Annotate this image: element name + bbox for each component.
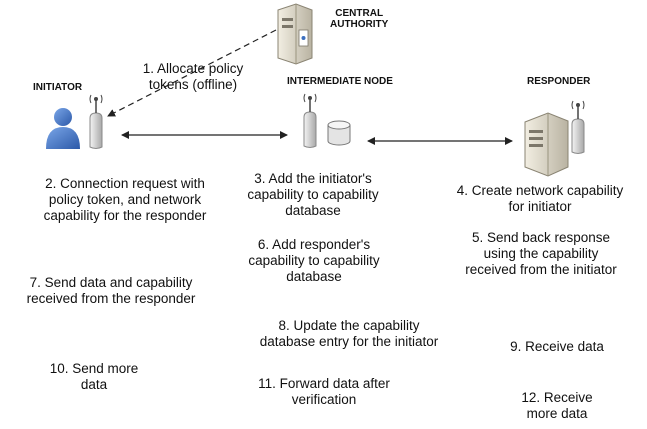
central-authority-server-icon bbox=[277, 3, 313, 65]
step-1-text: 1. Allocate policy tokens (offline) bbox=[142, 61, 244, 92]
step-12-text: 12. Receive more data bbox=[521, 390, 593, 421]
initiator-label: INITIATOR bbox=[33, 82, 83, 93]
initiator-antenna-icon bbox=[89, 94, 103, 149]
step-7-text: 7. Send data and capability received fro… bbox=[26, 275, 196, 306]
responder-label: RESPONDER bbox=[527, 76, 591, 87]
database-icon bbox=[327, 120, 351, 146]
initiator-person-icon bbox=[46, 108, 80, 149]
step-5-text: 5. Send back response using the capabili… bbox=[465, 230, 617, 277]
step-3-text: 3. Add the initiator's capability to cap… bbox=[247, 171, 379, 218]
intermediate-antenna-icon bbox=[303, 93, 317, 148]
intermediate-node-label: INTERMEDIATE NODE bbox=[287, 76, 393, 87]
central-authority-label: CENTRAL AUTHORITY bbox=[330, 8, 389, 30]
responder-server-icon bbox=[524, 112, 569, 177]
step-9-text: 9. Receive data bbox=[510, 339, 604, 354]
allocate-arrow bbox=[107, 29, 277, 117]
responder-antenna-icon bbox=[571, 100, 585, 154]
step-11-text: 11. Forward data after verification bbox=[258, 376, 390, 407]
step-10-text: 10. Send more data bbox=[49, 361, 139, 392]
step-6-text: 6. Add responder's capability to capabil… bbox=[248, 237, 380, 284]
step-2-text: 2. Connection request with policy token,… bbox=[43, 176, 207, 223]
step-8-text: 8. Update the capability database entry … bbox=[259, 318, 439, 349]
step-4-text: 4. Create network capability for initiat… bbox=[456, 183, 624, 214]
